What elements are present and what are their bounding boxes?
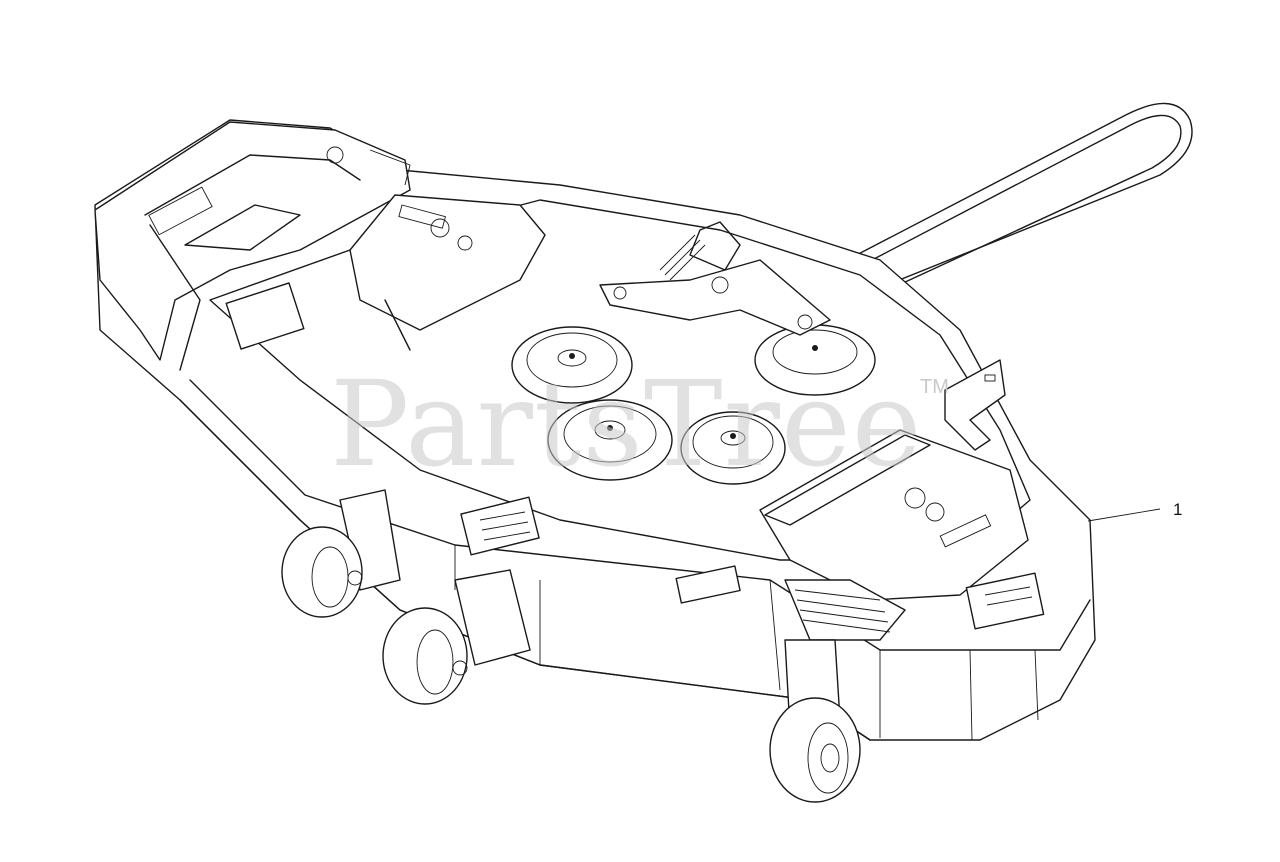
vent-grille [784, 579, 906, 641]
pulley-left [511, 326, 633, 404]
idler-arm [599, 221, 831, 336]
right-spindle-housing [759, 429, 1029, 601]
right-bracket [944, 359, 1006, 451]
pulley-center [547, 399, 673, 481]
caster-wheel-rear [281, 489, 401, 618]
watermark-trademark: TM [920, 376, 949, 398]
discharge-chute [94, 121, 411, 371]
callout-1: 1 [1087, 500, 1182, 522]
caster-wheel-front [769, 639, 861, 803]
left-spindle-housing [349, 194, 546, 351]
watermark: PartsTree TM [330, 355, 949, 493]
drive-belt [769, 102, 1193, 327]
decals [225, 282, 1045, 630]
callout-leader-line [1087, 508, 1161, 522]
pulley-right [680, 411, 786, 485]
caster-wheel-middle [382, 569, 531, 705]
callout-number: 1 [1173, 500, 1182, 519]
watermark-text: PartsTree [330, 355, 923, 493]
